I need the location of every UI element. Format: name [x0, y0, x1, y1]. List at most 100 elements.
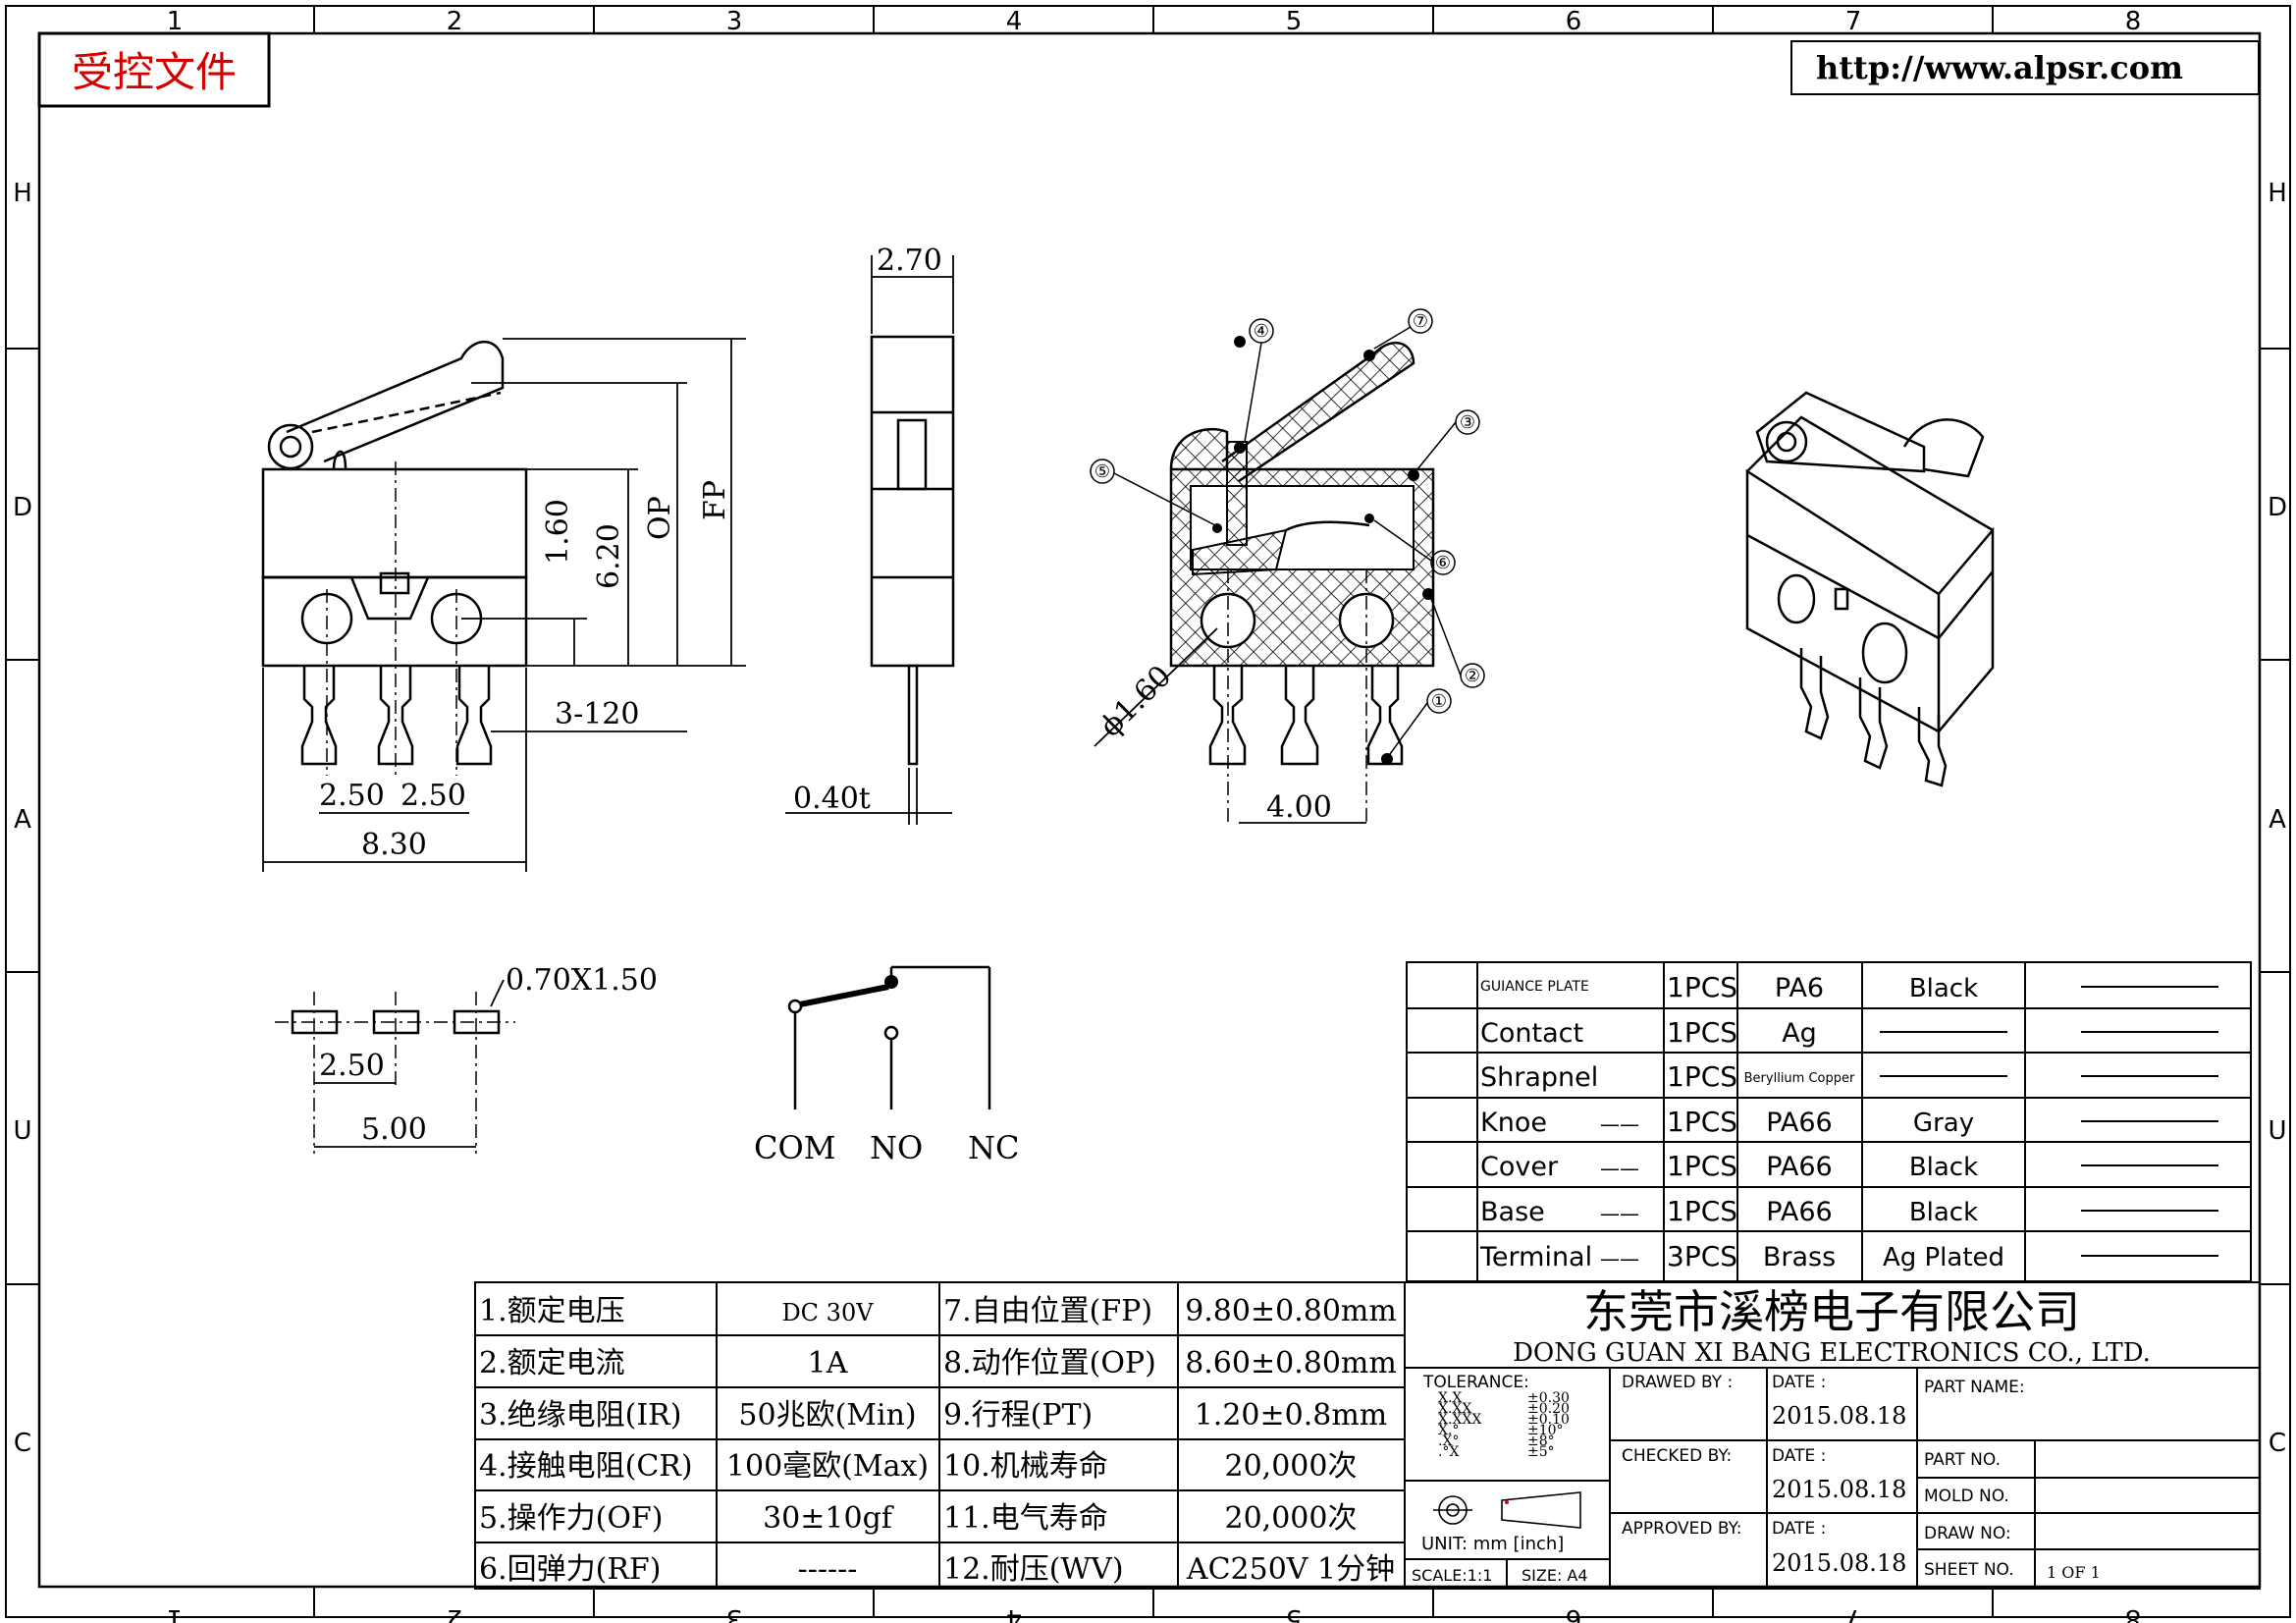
spec-value-2: 9.80±0.80mm	[1185, 1294, 1397, 1328]
spec-value: 50兆欧(Min)	[738, 1398, 916, 1433]
row-label-right: H	[2268, 179, 2287, 208]
spec-value: ------	[798, 1552, 858, 1587]
dim-pad-span: 5.00	[361, 1112, 427, 1147]
row-label-right: D	[2268, 493, 2287, 522]
sheet-no-label: SHEET NO.	[1924, 1560, 2014, 1580]
part-name-label: PART NAME:	[1924, 1378, 2025, 1397]
spec-value: 100毫欧(Max)	[726, 1449, 929, 1484]
footprint-view: 0.70X1.50 2.50 5.00	[275, 963, 658, 1154]
schematic-no: NO	[870, 1129, 923, 1166]
scale-label: SCALE:1:1	[1412, 1566, 1492, 1585]
spec-label: 1.额定电压	[479, 1294, 625, 1328]
dim-phi-1-60: ϕ1.60	[1094, 659, 1178, 743]
bom-finish: Ag Plated	[1883, 1243, 2004, 1272]
tolerance-value: ±5°	[1527, 1444, 1555, 1460]
col-label-bottom: 7	[1845, 1603, 1862, 1623]
dim-4-00: 4.00	[1266, 790, 1332, 825]
title-block: 东莞市溪榜电子有限公司 DONG GUAN XI BANG ELECTRONIC…	[1404, 1281, 2261, 1590]
checked-by-label: CHECKED BY:	[1622, 1446, 1732, 1466]
schematic-com: COM	[754, 1129, 835, 1166]
spec-label-2: 10.机械寿命	[943, 1449, 1108, 1484]
spec-value-2: 20,000次	[1225, 1501, 1358, 1536]
date-approved: 2015.08.18	[1772, 1549, 1906, 1577]
row-label-right: C	[2269, 1429, 2286, 1458]
callout-5: ⑤	[1095, 461, 1110, 482]
col-label-bottom: 5	[1286, 1603, 1303, 1623]
spec-label-2: 7.自由位置(FP)	[943, 1294, 1152, 1328]
tolerance-key: .X°	[1438, 1434, 1459, 1449]
bom-part-name: Shrapnel	[1480, 1062, 1598, 1093]
dim-3-120: 3-120	[555, 697, 639, 731]
spec-value-2: 1.20±0.8mm	[1195, 1398, 1388, 1433]
dim-0-40t: 0.40t	[793, 782, 871, 816]
front-view: 1.60 6.20 OP FP 3-120 2.50 2.50 8.30	[261, 338, 746, 872]
tolerance-value: ±8°	[1527, 1434, 1555, 1449]
bom-material: PA6	[1775, 973, 1824, 1003]
tolerance-key: X.°	[1438, 1423, 1459, 1438]
bom-qty: 1PCS	[1667, 971, 1737, 1003]
spec-label: 4.接触电阻(CR)	[479, 1449, 693, 1484]
approved-by-label: APPROVED BY:	[1622, 1519, 1741, 1539]
spec-label: 2.额定电流	[479, 1346, 625, 1380]
tolerance-key: X.XX	[1438, 1401, 1471, 1417]
bom-part-name: Base	[1480, 1197, 1545, 1227]
bom-part-name: Contact	[1480, 1018, 1583, 1049]
spec-label: 6.回弹力(RF)	[479, 1552, 661, 1587]
col-label-bottom: 6	[1566, 1603, 1582, 1623]
dim-fp: FP	[698, 480, 732, 520]
bom-qty: 1PCS	[1667, 1150, 1737, 1182]
bom-finish: Black	[1909, 1198, 1978, 1227]
spec-value: 1A	[808, 1346, 848, 1380]
callout-1: ①	[1431, 691, 1447, 712]
col-label-bottom: 4	[1006, 1603, 1023, 1623]
row-label-left: H	[13, 179, 32, 208]
bom-qty: 1PCS	[1667, 1060, 1737, 1093]
bom-finish: Black	[1909, 1153, 1978, 1182]
website-url: http://www.alpsr.com	[1816, 49, 2183, 86]
tolerance-value: ±10°	[1527, 1423, 1564, 1438]
drawn-by-label: DRAWED BY :	[1622, 1373, 1733, 1392]
bom-material: PA66	[1766, 1152, 1832, 1182]
col-label-top: 8	[2125, 7, 2142, 36]
company-name-cn: 东莞市溪榜电子有限公司	[1583, 1285, 2080, 1338]
callout-3: ③	[1460, 412, 1475, 433]
unit-label: UNIT: mm [inch]	[1421, 1534, 1564, 1554]
bom-material: Brass	[1763, 1242, 1836, 1272]
sheet-border: 1 2 3 4 5 6 7 8 1 2 3 4 5 6 7 8 H D A U …	[5, 5, 2291, 1623]
col-label-bottom: 1	[167, 1603, 184, 1623]
spec-value: 30±10gf	[763, 1501, 894, 1536]
date-checked: 2015.08.18	[1772, 1476, 1906, 1503]
spec-label-2: 8.动作位置(OP)	[943, 1346, 1156, 1380]
row-label-right: U	[2268, 1116, 2286, 1146]
bom-finish: Gray	[1913, 1109, 1974, 1138]
side-view: 2.70 0.40t	[785, 243, 955, 825]
bom-part-name: Knoe	[1480, 1108, 1547, 1138]
date-label-checked: DATE :	[1772, 1446, 1826, 1466]
row-label-left: D	[13, 493, 32, 522]
part-no-label: PART NO.	[1924, 1450, 2001, 1470]
spec-value-2: AC250V 1分钟	[1186, 1552, 1395, 1587]
bom-dash: ——	[1600, 1202, 1639, 1225]
callout-7: ⑦	[1413, 311, 1428, 332]
website-box: http://www.alpsr.com	[1790, 40, 2260, 95]
spec-value: DC 30V	[781, 1299, 874, 1326]
sheet-no-value: 1 OF 1	[2047, 1563, 2101, 1582]
bom-finish: Black	[1909, 974, 1978, 1003]
spec-label-2: 9.行程(PT)	[943, 1398, 1093, 1433]
dim-pad-size: 0.70X1.50	[506, 963, 658, 998]
tolerance-value: ±0.20	[1527, 1401, 1570, 1417]
company-name-en: DONG GUAN XI BANG ELECTRONICS CO., LTD.	[1513, 1338, 2151, 1368]
mold-no-label: MOLD NO.	[1924, 1487, 2009, 1506]
dim-8-30: 8.30	[361, 828, 427, 862]
bom-qty: 1PCS	[1667, 1016, 1737, 1049]
spec-label-2: 11.电气寿命	[943, 1501, 1108, 1536]
dim-op: OP	[643, 496, 677, 540]
isometric-view	[1745, 391, 1995, 787]
switch-schematic: COM NO NC	[754, 965, 1019, 1166]
tolerance-value: ±0.10	[1527, 1412, 1570, 1428]
date-label-drawn: DATE :	[1772, 1373, 1826, 1392]
spec-value-2: 8.60±0.80mm	[1185, 1346, 1397, 1380]
dim-2-50-a: 2.50	[319, 779, 385, 813]
callout-6: ⑥	[1435, 553, 1451, 573]
